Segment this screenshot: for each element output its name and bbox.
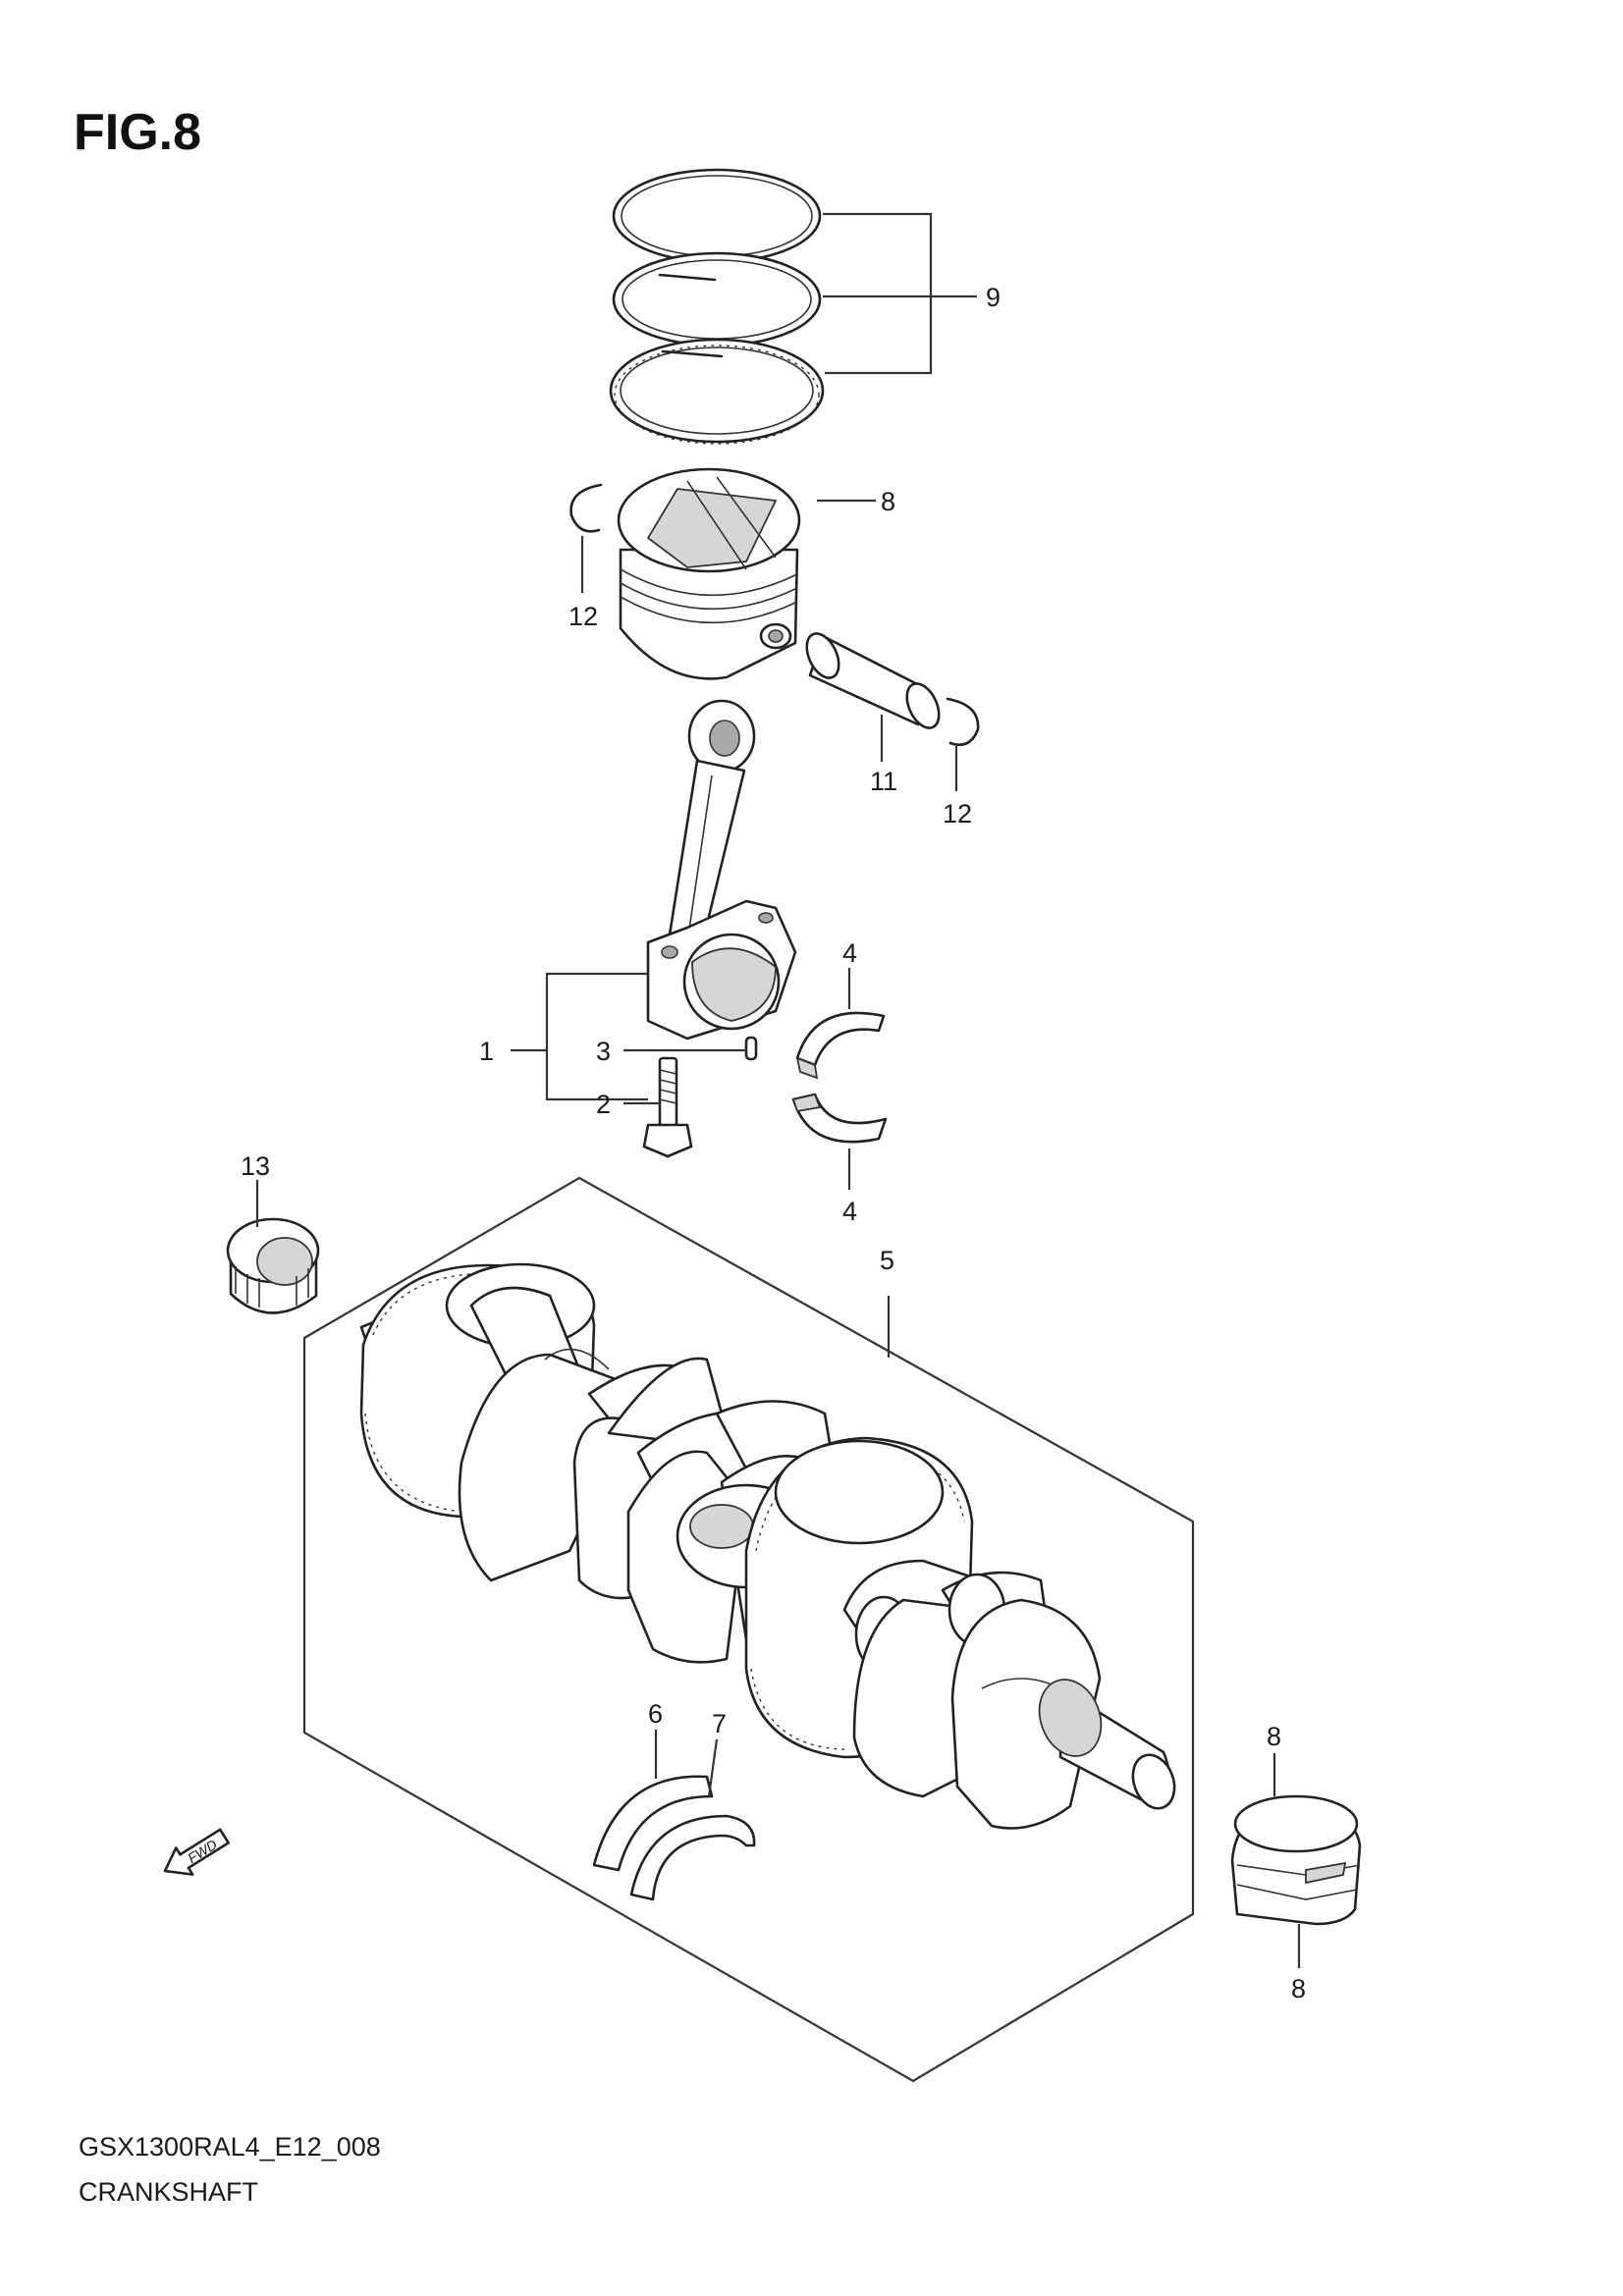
crankshaft-icon[interactable] (359, 1262, 1181, 1830)
callout-5[interactable]: 5 (880, 1246, 894, 1275)
thrust-bearing-icon[interactable] (592, 1775, 756, 1901)
rod-pin-icon[interactable] (744, 1036, 758, 1061)
callout-8-top[interactable]: 8 (1267, 1722, 1281, 1751)
callout-9[interactable]: 8 (881, 487, 895, 516)
callout-1[interactable]: 1 (479, 1037, 494, 1066)
callout-11[interactable]: 11 (870, 767, 897, 796)
callout-12-right[interactable]: 12 (943, 799, 972, 828)
model-code: GSX1300RAL4_E12_008 (79, 2132, 381, 2162)
forward-arrow-icon: FWD (163, 1828, 230, 1876)
rod-bolt-icon[interactable] (642, 1056, 693, 1158)
callout-8-bottom[interactable]: 8 (1291, 1974, 1306, 2003)
rod-leader-bracket (511, 972, 746, 1105)
piston-icon[interactable] (617, 467, 801, 680)
callout-3[interactable]: 3 (596, 1037, 611, 1066)
piston-ring-set-icon[interactable] (609, 168, 825, 445)
journal-leaders (1272, 1753, 1301, 1968)
section-name: CRANKSHAFT (79, 2177, 258, 2207)
journal-bearing-icon[interactable] (1230, 1794, 1362, 1926)
crank-pin-bearing-icon[interactable] (791, 1011, 888, 1144)
callout-2[interactable]: 2 (596, 1090, 611, 1119)
connecting-rod-icon[interactable] (646, 699, 797, 1041)
figure-title: FIG.8 (74, 104, 201, 161)
thrust-leaders (654, 1730, 719, 1797)
crankshaft-frame (302, 1176, 1195, 2083)
callout-12-left[interactable]: 12 (568, 602, 598, 631)
callout-10[interactable]: 9 (986, 283, 1001, 312)
circlip-icon[interactable] (569, 483, 980, 747)
piston-pin-icon[interactable] (800, 628, 946, 732)
callout-4-bottom[interactable]: 4 (842, 1197, 857, 1226)
needle-bearing-icon[interactable] (226, 1217, 320, 1314)
callout-4-top[interactable]: 4 (842, 938, 857, 968)
circlip-leaders (580, 536, 958, 791)
ring-leader-lines (823, 212, 977, 375)
callout-6[interactable]: 6 (648, 1699, 663, 1729)
callout-13[interactable]: 13 (241, 1151, 270, 1181)
callout-7[interactable]: 7 (712, 1709, 727, 1738)
